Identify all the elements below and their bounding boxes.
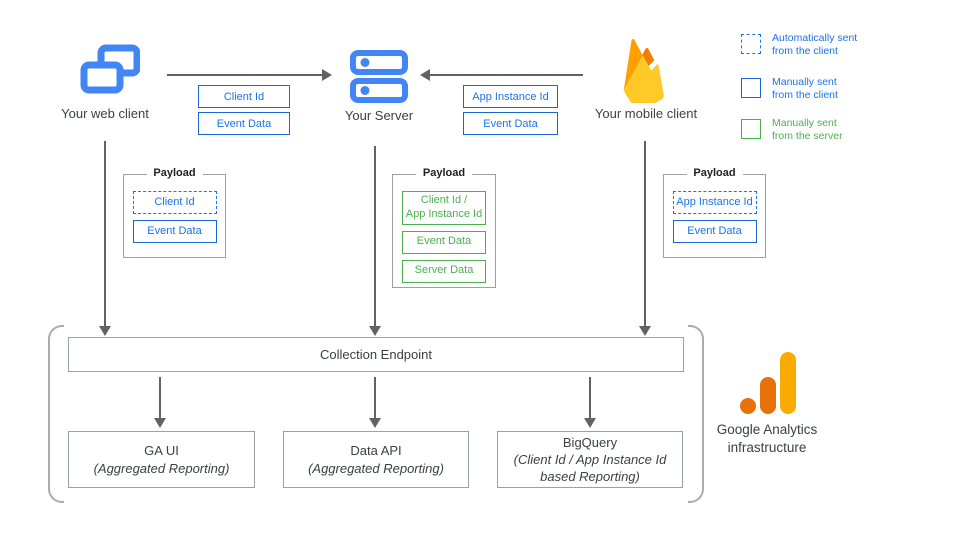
tag-event-data: Event Data: [463, 112, 558, 135]
payload-item-app-instance-id: App Instance Id: [672, 191, 757, 214]
legend-item-manual-client: Manually sent from the client: [741, 76, 931, 107]
arrowhead-icon: [369, 418, 381, 428]
arrowhead-icon: [369, 326, 381, 336]
payload-item-event-data: Event Data: [402, 230, 486, 254]
arrow-endpoint-to-gaui: [154, 377, 166, 428]
server-label: Your Server: [344, 108, 414, 123]
output-subtitle: (Aggregated Reporting): [93, 460, 230, 476]
arrow-web-to-endpoint: [99, 141, 111, 336]
arrowhead-icon: [584, 418, 596, 428]
arrowhead-icon: [322, 69, 332, 81]
payload-item-event-data: Event Data: [672, 220, 757, 243]
payload-item-client-app-id: Client Id / App Instance Id: [402, 191, 486, 225]
payload-title: Payload: [686, 167, 743, 179]
tag-app-instance-id: App Instance Id: [463, 85, 558, 108]
tag-event-data: Event Data: [198, 112, 290, 135]
output-subtitle: (Client Id / App Instance Id based Repor…: [513, 451, 667, 485]
output-title: BigQuery: [562, 434, 618, 450]
legend-solid-blue-swatch: [741, 78, 761, 98]
output-box-data-api: Data API (Aggregated Reporting): [283, 431, 469, 488]
web-client-icon: [80, 44, 140, 94]
arrow-endpoint-to-bigquery: [584, 377, 596, 428]
arrow-server-to-endpoint: [369, 146, 381, 336]
ga-infrastructure-label: Google Analytics infrastructure: [716, 422, 818, 455]
arrow-mobile-to-endpoint: [639, 141, 651, 336]
web-client-label: Your web client: [61, 106, 149, 121]
bracket-right: [688, 325, 704, 503]
tag-client-id: Client Id: [198, 85, 290, 108]
collection-endpoint-box: Collection Endpoint: [68, 337, 684, 372]
payload-item-event-data: Event Data: [132, 220, 217, 243]
output-title: GA UI: [144, 443, 179, 459]
arrow-endpoint-to-dataapi: [369, 377, 381, 428]
mobile-client-label: Your mobile client: [594, 106, 698, 121]
payload-item-server-data: Server Data: [402, 259, 486, 283]
arrowhead-icon: [639, 326, 651, 336]
firebase-icon: [623, 39, 664, 103]
legend-item-auto-client: Automatically sent from the client: [741, 32, 931, 63]
arrowhead-icon: [420, 69, 430, 81]
bracket-left: [48, 325, 64, 503]
legend-dashed-blue-swatch: [741, 34, 761, 54]
payload-box-server: Payload Client Id / App Instance Id Even…: [392, 167, 496, 288]
output-box-bigquery: BigQuery (Client Id / App Instance Id ba…: [497, 431, 683, 488]
output-title: Data API: [350, 443, 402, 459]
payload-item-client-id: Client Id: [132, 191, 217, 214]
legend-label: Manually sent from the server: [772, 117, 843, 142]
google-analytics-logo-icon: [740, 352, 796, 414]
arrowhead-icon: [154, 418, 166, 428]
legend-label: Automatically sent from the client: [772, 32, 858, 57]
payload-title: Payload: [146, 167, 203, 179]
payload-box-web: Payload Client Id Event Data: [123, 167, 226, 258]
arrowhead-icon: [99, 326, 111, 336]
arrow-web-to-server: [167, 69, 332, 81]
payload-box-mobile: Payload App Instance Id Event Data: [663, 167, 766, 258]
payload-title: Payload: [415, 167, 473, 179]
output-subtitle: (Aggregated Reporting): [308, 460, 444, 476]
legend-solid-green-swatch: [741, 119, 761, 139]
legend-label: Manually sent from the client: [772, 76, 838, 101]
legend-item-manual-server: Manually sent from the server: [741, 117, 931, 148]
arrow-mobile-to-server: [420, 69, 583, 81]
output-box-ga-ui: GA UI (Aggregated Reporting): [68, 431, 255, 488]
server-icon: [350, 50, 408, 103]
